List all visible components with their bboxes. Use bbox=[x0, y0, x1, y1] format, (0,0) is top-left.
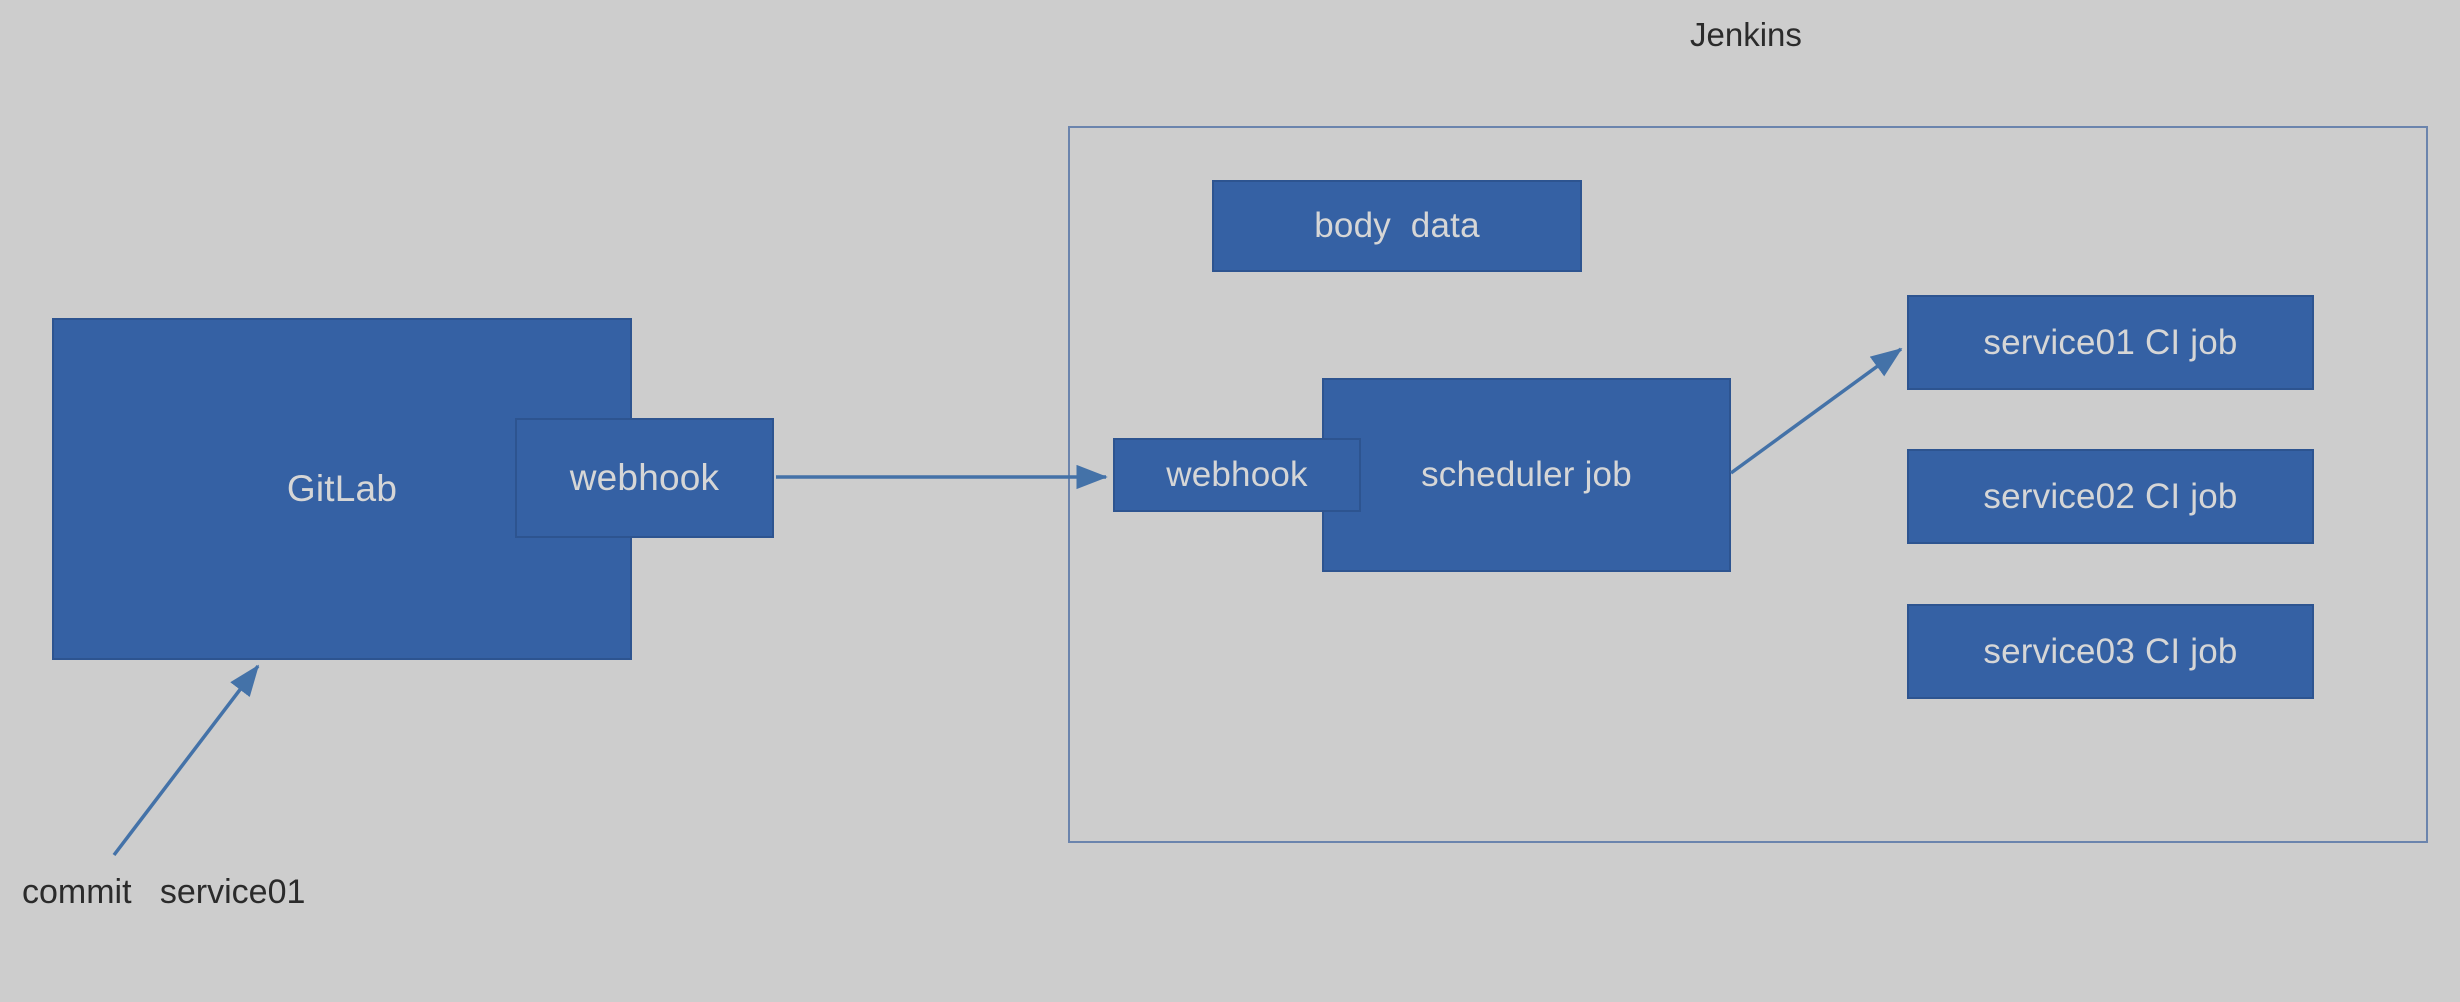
connector-commit-to-gitlab bbox=[112, 664, 260, 857]
jenkins-webhook-node[interactable]: webhook bbox=[1113, 438, 1361, 512]
jenkins-container-box bbox=[1068, 126, 2428, 843]
service02-ci-job-node[interactable]: service02 CI job bbox=[1907, 449, 2314, 544]
gitlab-webhook-node[interactable]: webhook bbox=[515, 418, 774, 538]
commit-service01-label: commit service01 bbox=[22, 873, 306, 911]
scheduler-job-node[interactable]: scheduler job bbox=[1322, 378, 1731, 572]
body-data-node[interactable]: body data bbox=[1212, 180, 1582, 272]
service01-ci-job-node[interactable]: service01 CI job bbox=[1907, 295, 2314, 390]
jenkins-title-label: Jenkins bbox=[1690, 16, 1802, 53]
service03-ci-job-node[interactable]: service03 CI job bbox=[1907, 604, 2314, 699]
